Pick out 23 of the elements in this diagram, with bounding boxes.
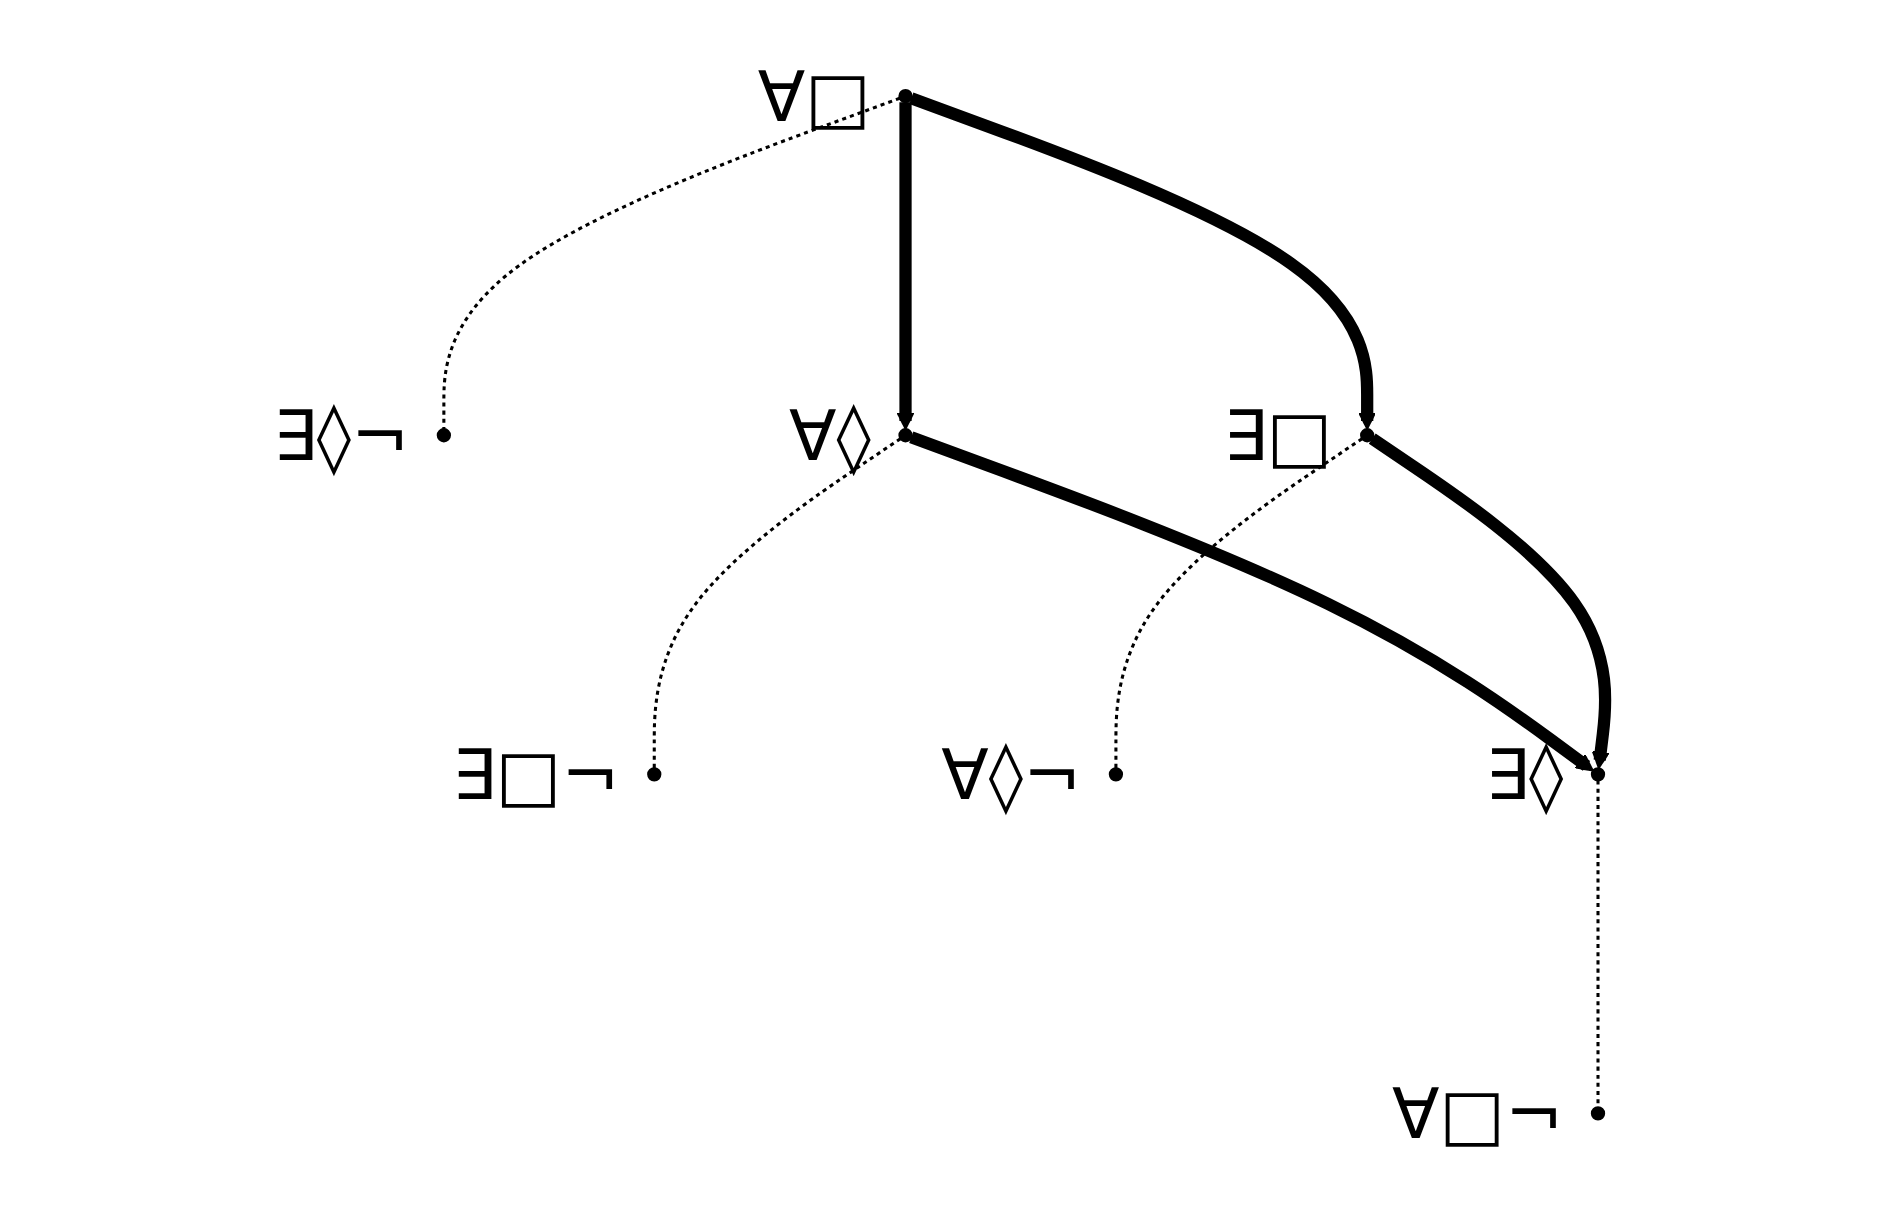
dot	[1108, 767, 1124, 782]
symbol-label: ∀□	[757, 56, 871, 137]
dot	[1590, 1106, 1606, 1121]
dot	[1590, 767, 1606, 782]
dot	[898, 428, 913, 443]
dot	[898, 89, 913, 104]
dashed-line	[1114, 437, 1363, 769]
symbol-label: ∃□	[1222, 395, 1333, 476]
arrow	[909, 92, 1377, 430]
dashed-line	[442, 96, 901, 430]
symbol-label: ∃□¬	[451, 734, 620, 815]
arrow	[1368, 433, 1612, 770]
arrow	[896, 102, 915, 430]
dashed-line	[652, 437, 902, 769]
symbol-label: ∀◊	[788, 395, 871, 476]
symbol-label: ∃◊	[1485, 734, 1564, 815]
dot	[1360, 428, 1375, 443]
symbol-label: ∀◊¬	[941, 734, 1082, 815]
dot	[647, 767, 662, 782]
arrow	[909, 431, 1594, 772]
symbol-label: ∃◊¬	[272, 395, 410, 476]
symbol-label: ∀□¬	[1392, 1073, 1564, 1154]
dot	[436, 428, 451, 443]
